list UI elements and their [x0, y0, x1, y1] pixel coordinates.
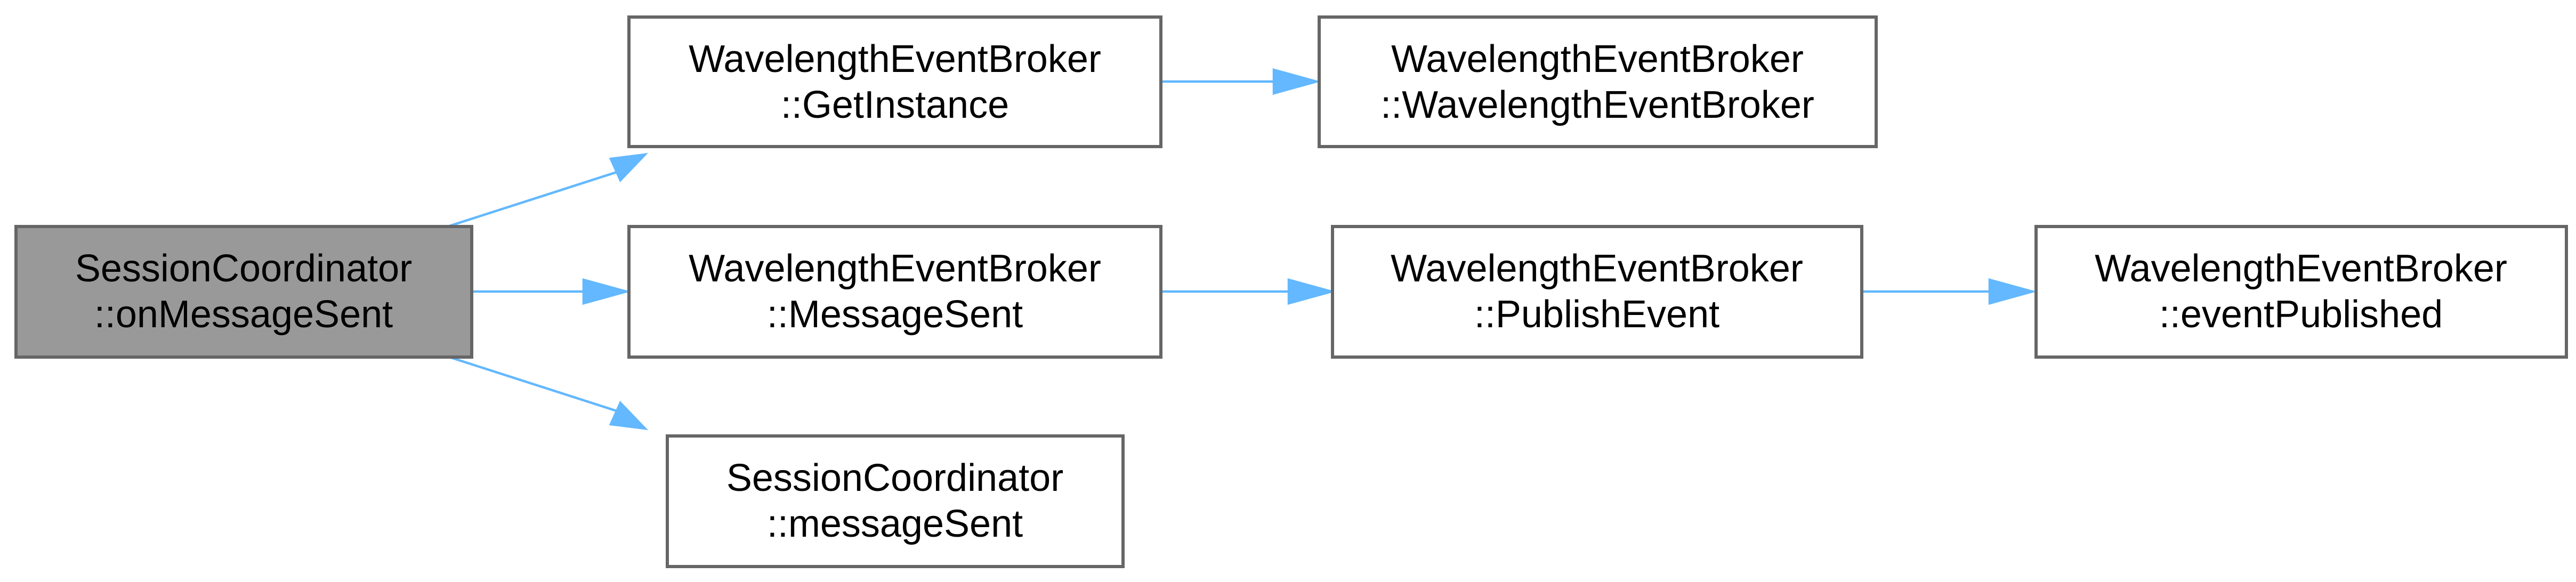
node-line-1: WavelengthEventBroker [1391, 38, 1804, 80]
node-line-2: ::messageSent [767, 503, 1023, 545]
node-session-coordinator-messagesent[interactable]: SessionCoordinator ::messageSent [666, 434, 1125, 568]
edge-publishevent-to-eventpublished [1862, 278, 2037, 305]
node-line-2: ::WavelengthEventBroker [1380, 84, 1814, 126]
node-line-1: SessionCoordinator [726, 457, 1063, 499]
node-wavelength-event-broker-constructor[interactable]: WavelengthEventBroker ::WavelengthEventB… [1318, 15, 1878, 148]
edge-onmessagesent-to-getinstance [449, 152, 649, 228]
node-line-1: WavelengthEventBroker [2095, 247, 2507, 290]
node-line-1: WavelengthEventBroker [689, 247, 1101, 290]
edge-getinstance-to-ctor [1161, 68, 1321, 95]
node-wavelength-event-broker-getinstance[interactable]: WavelengthEventBroker ::GetInstance [627, 15, 1162, 148]
node-wavelength-event-broker-messagesent[interactable]: WavelengthEventBroker ::MessageSent [627, 225, 1162, 359]
node-line-2: ::MessageSent [767, 293, 1023, 336]
node-wavelength-event-broker-eventpublished[interactable]: WavelengthEventBroker ::eventPublished [2034, 225, 2568, 359]
node-line-1: WavelengthEventBroker [1391, 247, 1803, 290]
edges [449, 68, 2037, 431]
node-line-1: WavelengthEventBroker [689, 38, 1101, 80]
node-session-coordinator-onmessagesent[interactable]: SessionCoordinator ::onMessageSent [14, 225, 473, 359]
edge-onmessagesent-to-messagesent-session [449, 355, 649, 431]
edge-messagesent-broker-to-publishevent [1161, 278, 1336, 305]
node-line-2: ::eventPublished [2159, 293, 2443, 336]
node-line-1: SessionCoordinator [75, 247, 412, 290]
node-line-2: ::GetInstance [781, 84, 1009, 126]
node-line-2: ::onMessageSent [94, 293, 393, 336]
node-wavelength-event-broker-publishevent[interactable]: WavelengthEventBroker ::PublishEvent [1331, 225, 1863, 359]
node-line-2: ::PublishEvent [1474, 293, 1719, 336]
edge-onmessagesent-to-messagesent-broker [472, 278, 631, 305]
